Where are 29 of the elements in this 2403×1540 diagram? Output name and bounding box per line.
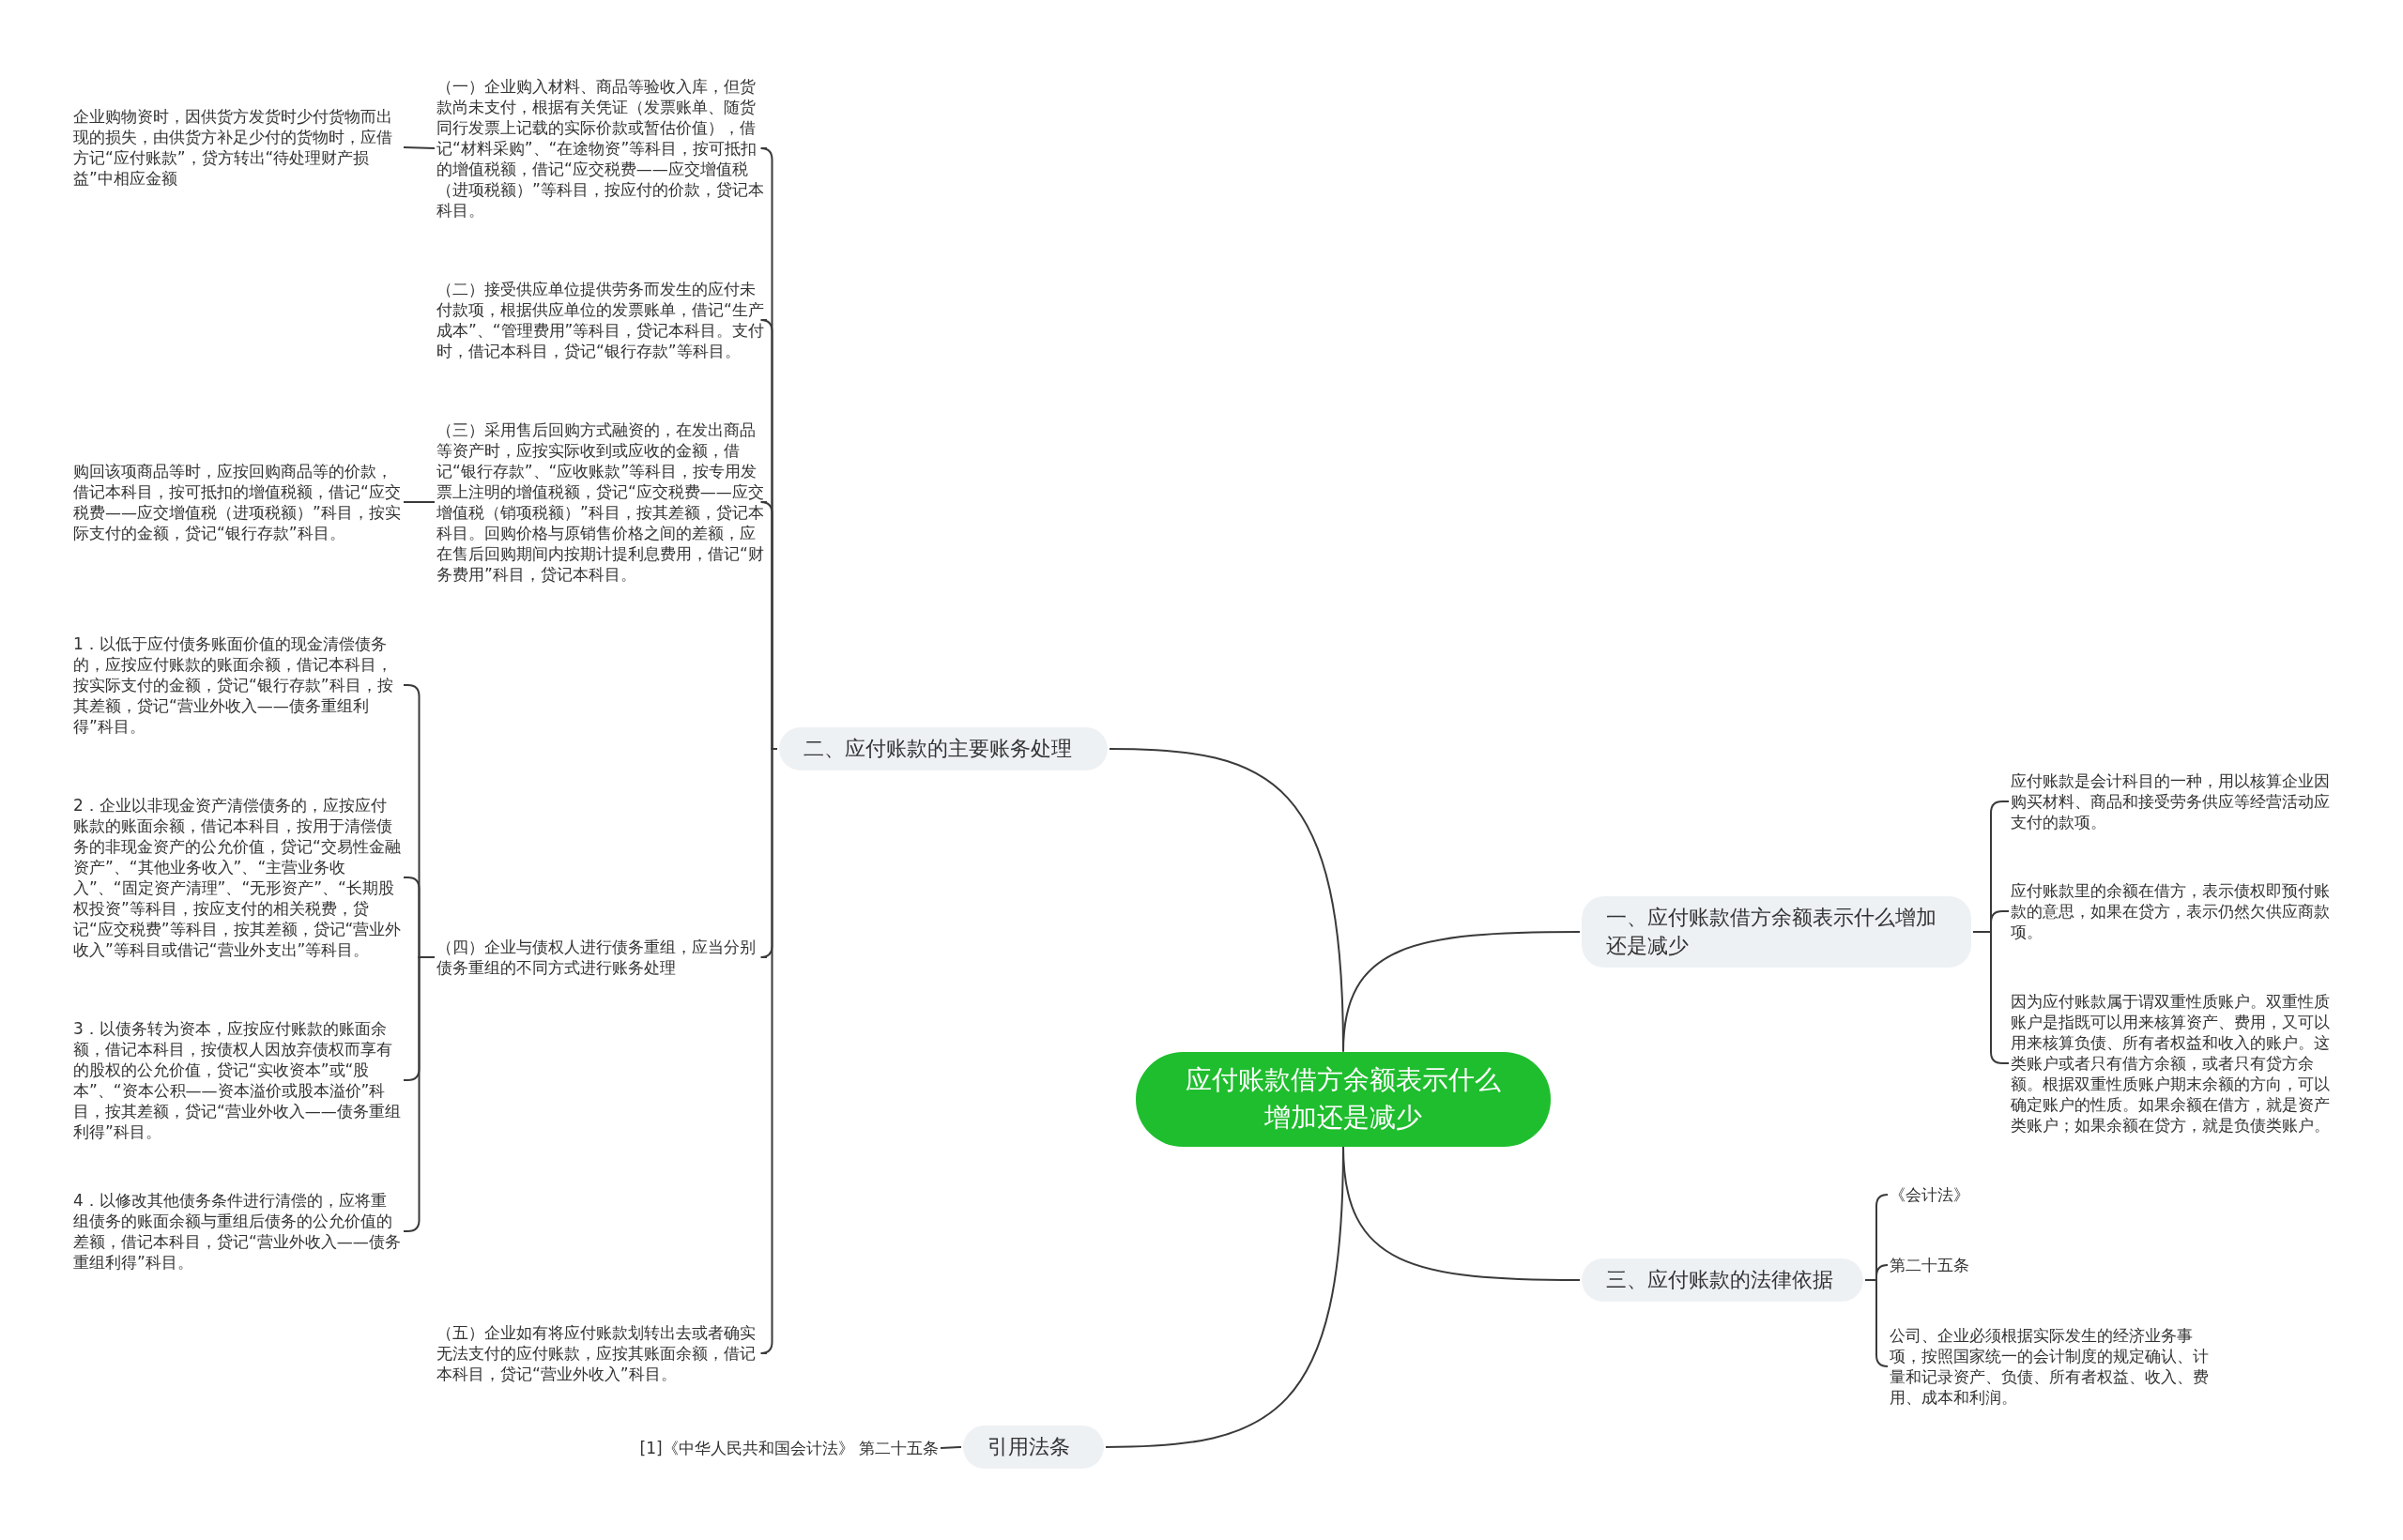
connector-line [1342,931,1581,1053]
note-text: （四）企业与债权人进行债务重组，应当分别债务重组的不同方式进行账务处理 [436,937,765,978]
topic-pill: 三、应付账款的法律依据 [1582,1258,1863,1302]
connector-line [403,146,436,149]
note-text: （五）企业如有将应付账款划转出去或者确实无法支付的应付账款，应按其账面余额，借记本科目，贷记“营业外收入”科目。 [436,1322,765,1384]
note-text: 4．以修改其他债务条件进行清偿的，应将重组债务的账面余额与重组后债务的公允价值的差额，借记本科目，贷记“营业外收入——债务重组利得”科目。 [73,1190,402,1273]
note-text: 公司、企业必须根据实际发生的经济业务事项，按照国家统一的会计制度的规定确认、计量和记录资产、负债、所有者权益、收入、费用、成本和利润。 [1890,1325,2218,1408]
topic-pill: 引用法条 [963,1426,1104,1469]
note-text: 因为应付账款属于谓双重性质账户。双重性质账户是指既可以用来核算资产、费用，又可以用来核算负债、所有者权益和收入的账户。这类账户或者只有借方余额，或者只有贷方余额。根据双重性质账户期末余额的方向，可以确定账户的性质。如果余额在借方，就是资产类账户；如果余额在贷方，就是负债类账户。 [2011,991,2339,1136]
topic-pill: 二、应付账款的主要账务处理 [779,727,1108,770]
note-text: 应付账款是会计科目的一种，用以核算企业因购买材料、商品和接受劳务供应等经营活动应支付的款项。 [2011,770,2339,832]
note-text: 1．以低于应付债务账面价值的现金清偿债务的，应按应付账款的账面余额，借记本科目，按实际支付的金额，贷记“银行存款”科目，按其差额，贷记“营业外收入——债务重组利得”科目。 [73,633,402,737]
topic-pill: 一、应付账款借方余额表示什么增加还是减少 [1582,896,1971,968]
note-text: 企业购物资时，因供货方发货时少付货物而出现的损失，由供货方补足少付的货物时，应借方记“应付账款”，贷方转出“待处理财产损益”中相应金额 [73,106,402,189]
connector-line [403,501,436,503]
note-text: 3．以债务转为资本，应按应付账款的账面余额，借记本科目，按债权人因放弃债权而享有的股权的公允价值，贷记“实收资本”或“股本”、“资本公积——资本溢价或股本溢价”科目，按其差额，贷记“营业外收入——债务重组利得”科目。 [73,1018,402,1142]
central-topic: 应付账款借方余额表示什么增加还是减少 [1136,1051,1551,1147]
note-text: （三）采用售后回购方式融资的，在发出商品等资产时，应按实际收到或应收的金额，借记“银行存款”、“应收账款”等科目，按专用发票上注明的增值税额，贷记“应交税费——应交增值税（销项税额）”科目，按其差额，贷记本科目。回购价格与原销售价格之间的差额，应在售后回购期间内按期计提利息费用，借记“财务费用”科目，贷记本科目。 [436,419,765,585]
note-text: （二）接受供应单位提供劳务而发生的应付未付款项，根据供应单位的发票账单，借记“生产成本”、“管理费用”等科目，贷记本科目。支付时，借记本科目，贷记“银行存款”等科目。 [436,279,765,361]
note-text: 第二十五条 [1890,1255,2218,1275]
note-text: 购回该项商品等时，应按回购商品等的价款，借记本科目，按可抵扣的增值税额，借记“应交税费——应交增值税（进项税额）”科目，按实际支付的金额，贷记“银行存款”科目。 [73,461,402,543]
connector-line [940,1446,962,1449]
note-text: 2．企业以非现金资产清偿债务的，应按应付账款的账面余额，借记本科目，按用于清偿债务的非现金资产的公允价值，贷记“交易性金融资产”、“其他业务收入”、“主营业务收入”、“固定资产清理”、“无形资产”、“长期股权投资”等科目，按应支付的相关税费，贷记“应交税费”等科目，按其差额，贷记“营业外收入”等科目或借记“营业外支出”等科目。 [73,795,402,960]
connector-line [1864,1279,1889,1367]
note-text: 《会计法》 [1890,1184,2218,1205]
note-text: 应付账款里的余额在借方，表示债权即预付账款的意思，如果在贷方，表示仍然欠供应商款项。 [2011,880,2339,942]
note-text: （一）企业购入材料、商品等验收入库，但货款尚未支付，根据有关凭证（发票账单、随货同行发票上记载的实际价款或暂估价值），借记“材料采购”、“在途物资”等科目，按可抵扣的增值税额，借记“应交税费——应交增值税（进项税额）”等科目，按应付的价款，贷记本科目。 [436,76,765,221]
note-text: [1]《中华人民共和国会计法》 第二十五条 [563,1438,939,1458]
connector-line [1105,1145,1344,1448]
